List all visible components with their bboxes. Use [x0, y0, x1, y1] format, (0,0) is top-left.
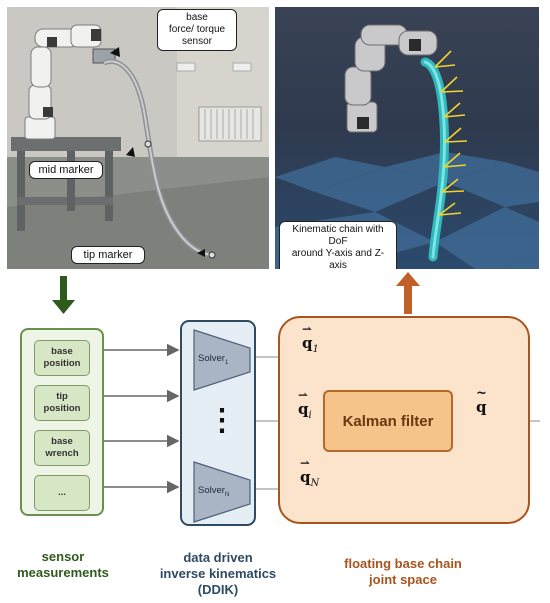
tip-marker-callout: tip marker: [71, 246, 145, 264]
kalman-filter-box: Kalman filter: [323, 390, 453, 452]
q-n-symbol: ⇀q: [300, 456, 311, 486]
solver-n-shape: [193, 461, 251, 523]
q-output-symbol: ~q: [476, 386, 487, 416]
sensor-measurements-caption: sensor measurements: [17, 549, 109, 580]
q-i-text: q: [298, 400, 309, 418]
q-i-label: ⇀qi: [298, 388, 312, 421]
ddik-caption: data driven inverse kinematics (DDIK): [159, 550, 277, 597]
kalman-caption: floating base chain joint space: [344, 556, 462, 587]
sensor-item-base-wrench: base wrench: [34, 430, 90, 466]
solver-shapes: [193, 329, 251, 523]
solver-n-text: Solver: [198, 485, 225, 496]
sensor-item-tip-position: tip position: [34, 385, 90, 421]
q-i-subscript: i: [308, 410, 312, 421]
q-n-label: ⇀qN: [300, 456, 320, 489]
q-n-text: q: [300, 468, 311, 486]
sensor-item-more: ...: [34, 475, 90, 511]
solver-1-shape: [193, 329, 251, 391]
sensor-item-base-position: base position: [34, 340, 90, 376]
orange-up-arrow: [396, 272, 420, 314]
q-output-label: ~q: [476, 386, 487, 416]
solver-1-label: Solver1: [198, 353, 228, 366]
q-1-symbol: ⇀q: [302, 322, 313, 352]
robot-photo: base force/ torque sensor mid marker tip…: [7, 7, 269, 269]
solver-1-subscript: 1: [224, 359, 229, 366]
sensor-to-ddik-arrows: [104, 343, 180, 494]
green-down-arrow: [52, 276, 75, 314]
solver-ellipsis: ⋮: [207, 404, 237, 437]
ddik-box: Solver1 SolverN ⋮: [180, 320, 256, 526]
q-1-subscript: 1: [312, 344, 319, 355]
solver-n-subscript: N: [224, 491, 230, 498]
kinematic-chain-caption: Kinematic chain with DoF around Y-axis a…: [279, 221, 397, 269]
base-sensor-callout: base force/ torque sensor: [157, 9, 237, 51]
sensor-measurements-box: base position tip position base wrench .…: [20, 328, 104, 516]
solver-1-text: Solver: [198, 353, 225, 364]
simulation-render: Kinematic chain with DoF around Y-axis a…: [275, 7, 539, 269]
q-output-text: q: [476, 398, 487, 416]
mid-marker-callout: mid marker: [29, 161, 103, 179]
q-n-subscript: N: [310, 478, 320, 489]
q-1-label: ⇀q1: [302, 322, 319, 355]
solver-n-label: SolverN: [198, 485, 229, 498]
q-i-symbol: ⇀q: [298, 388, 309, 418]
q-1-text: q: [302, 334, 313, 352]
